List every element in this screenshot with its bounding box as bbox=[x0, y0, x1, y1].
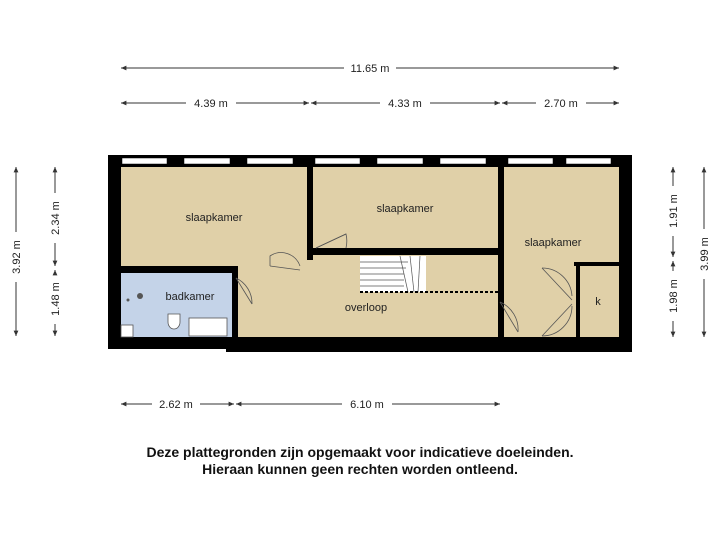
dimension-width-1: 4.39 m bbox=[121, 98, 309, 110]
dimension-label: 1.48 m bbox=[50, 282, 62, 316]
window bbox=[314, 157, 361, 165]
toilet-icon bbox=[167, 313, 181, 330]
dimension-left-upper-height: 2.34 m bbox=[50, 167, 62, 266]
disclaimer-line-1: Deze plattegronden zijn opgemaakt voor i… bbox=[146, 444, 574, 460]
room-label-bedroom-1: slaapkamer bbox=[186, 212, 243, 224]
dimension-label: 4.33 m bbox=[388, 98, 422, 110]
door-bathroom bbox=[235, 277, 253, 305]
sink-icon bbox=[188, 317, 228, 337]
dimension-left-total-height: 3.92 m bbox=[11, 167, 23, 336]
window bbox=[246, 157, 294, 165]
dimension-width-3: 2.70 m bbox=[502, 98, 619, 110]
dimension-label: 11.65 m bbox=[351, 63, 390, 75]
dimension-total-width: 11.65 m bbox=[121, 63, 619, 75]
window bbox=[121, 157, 168, 165]
door-bedroom-3 bbox=[499, 301, 519, 333]
room-label-landing: overloop bbox=[345, 302, 387, 314]
dimension-label: 2.34 m bbox=[50, 201, 62, 235]
door-bedroom-1 bbox=[269, 252, 301, 267]
bedroom-1-floor bbox=[121, 167, 307, 266]
room-label-bedroom-2: slaapkamer bbox=[377, 203, 434, 215]
dimension-label: 2.62 m bbox=[159, 399, 193, 411]
dimension-bottom-width-1: 2.62 m bbox=[121, 399, 234, 411]
window bbox=[565, 157, 612, 165]
door-bedroom-3-double bbox=[541, 267, 573, 337]
dimension-label: 3.99 m bbox=[699, 237, 711, 271]
window bbox=[439, 157, 487, 165]
window bbox=[183, 157, 231, 165]
dimension-label: 6.10 m bbox=[350, 399, 384, 411]
dimension-label: 1.98 m bbox=[668, 279, 680, 313]
dimension-bottom-width-2: 6.10 m bbox=[236, 399, 500, 411]
windows bbox=[121, 157, 612, 165]
disclaimer-line-2: Hieraan kunnen geen rechten worden ontle… bbox=[202, 461, 518, 477]
dimension-right-total-height: 3.99 m bbox=[699, 167, 711, 337]
disclaimer: Deze plattegronden zijn opgemaakt voor i… bbox=[0, 444, 720, 478]
dimension-right-lower-height: 1.98 m bbox=[668, 261, 680, 337]
stairs bbox=[360, 255, 498, 293]
window bbox=[507, 157, 554, 165]
dimension-label: 4.39 m bbox=[194, 98, 228, 110]
room-label-bathroom: badkamer bbox=[166, 291, 215, 303]
room-label-bedroom-3: slaapkamer bbox=[525, 237, 582, 249]
dimension-width-2: 4.33 m bbox=[311, 98, 500, 110]
dimension-label: 3.92 m bbox=[11, 240, 23, 274]
dimension-right-upper-height: 1.91 m bbox=[668, 167, 680, 257]
dimension-label: 2.70 m bbox=[544, 98, 578, 110]
doors bbox=[235, 233, 573, 337]
shower-head-icon bbox=[137, 293, 143, 299]
dimension-label: 1.91 m bbox=[668, 194, 680, 228]
dimension-left-lower-height: 1.48 m bbox=[50, 270, 62, 336]
closet-floor bbox=[580, 264, 619, 337]
interior-walls bbox=[108, 160, 632, 352]
window bbox=[376, 157, 424, 165]
bathroom-fixtures bbox=[120, 293, 228, 338]
room-label-closet: k bbox=[595, 296, 601, 308]
